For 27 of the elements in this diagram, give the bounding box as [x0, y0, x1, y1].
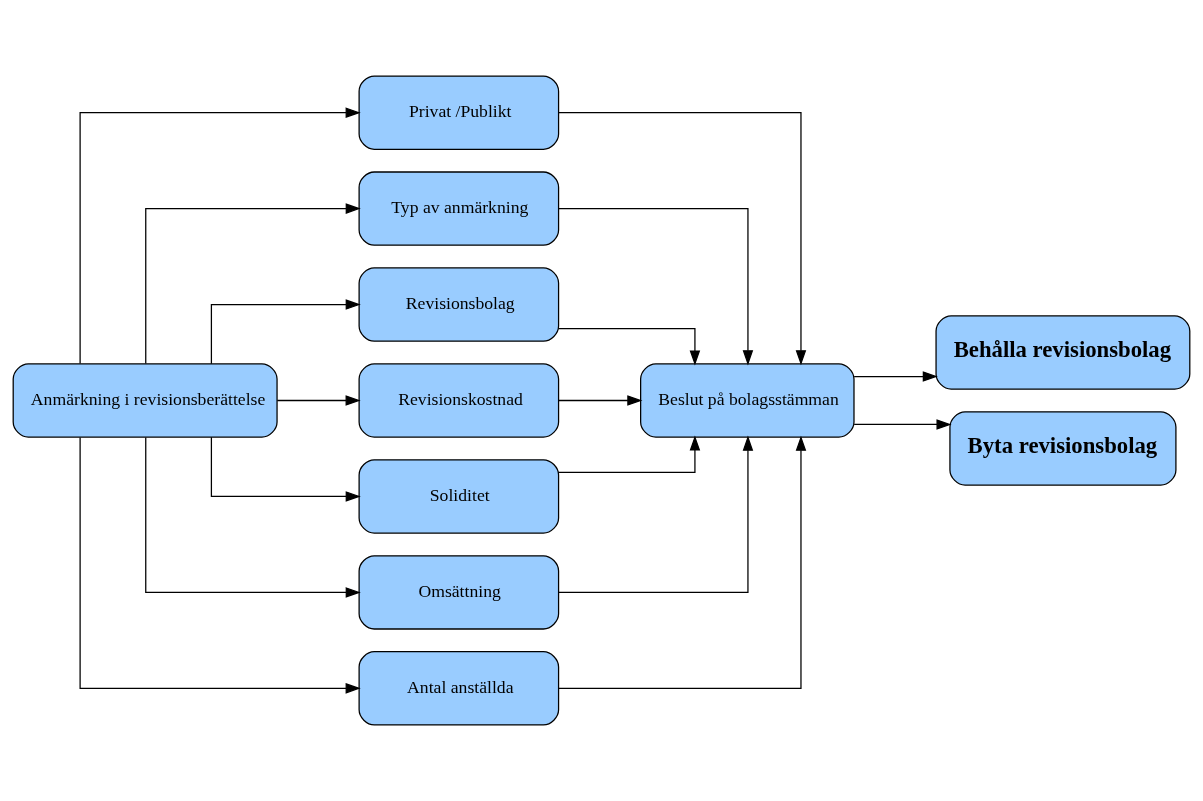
- arrow: [276, 395, 361, 406]
- arrow: [558, 435, 807, 689]
- arrow: [145, 436, 361, 598]
- arrow: [558, 208, 754, 366]
- node-box: Anmärkning i revisionsberättelse: [12, 363, 278, 438]
- arrow: [558, 435, 754, 593]
- arrow: [145, 203, 361, 365]
- arrow: [558, 327, 701, 366]
- arrow: [853, 371, 938, 382]
- node-box: Byta revisionsbolag: [949, 411, 1177, 486]
- node-box: Soliditet: [358, 459, 560, 534]
- node-box: Behålla revisionsbolag: [935, 315, 1191, 390]
- node-box: Omsättning: [358, 555, 560, 630]
- arrow: [558, 435, 701, 474]
- node-box: Privat /Publikt: [358, 75, 560, 150]
- arrow: [558, 112, 807, 366]
- arrow: [853, 419, 952, 430]
- node-box: Beslut på bolagsstämman: [640, 363, 855, 438]
- arrow: [79, 107, 361, 365]
- arrow: [210, 436, 361, 502]
- arrow: [79, 436, 361, 694]
- node-box: Revisionsbolag: [358, 267, 560, 342]
- arrow: [210, 299, 361, 365]
- node-box: Antal anställda: [358, 651, 560, 726]
- arrow: [558, 395, 643, 406]
- node-box: Revisionskostnad: [358, 363, 560, 438]
- node-box: Typ av anmärkning: [358, 171, 560, 246]
